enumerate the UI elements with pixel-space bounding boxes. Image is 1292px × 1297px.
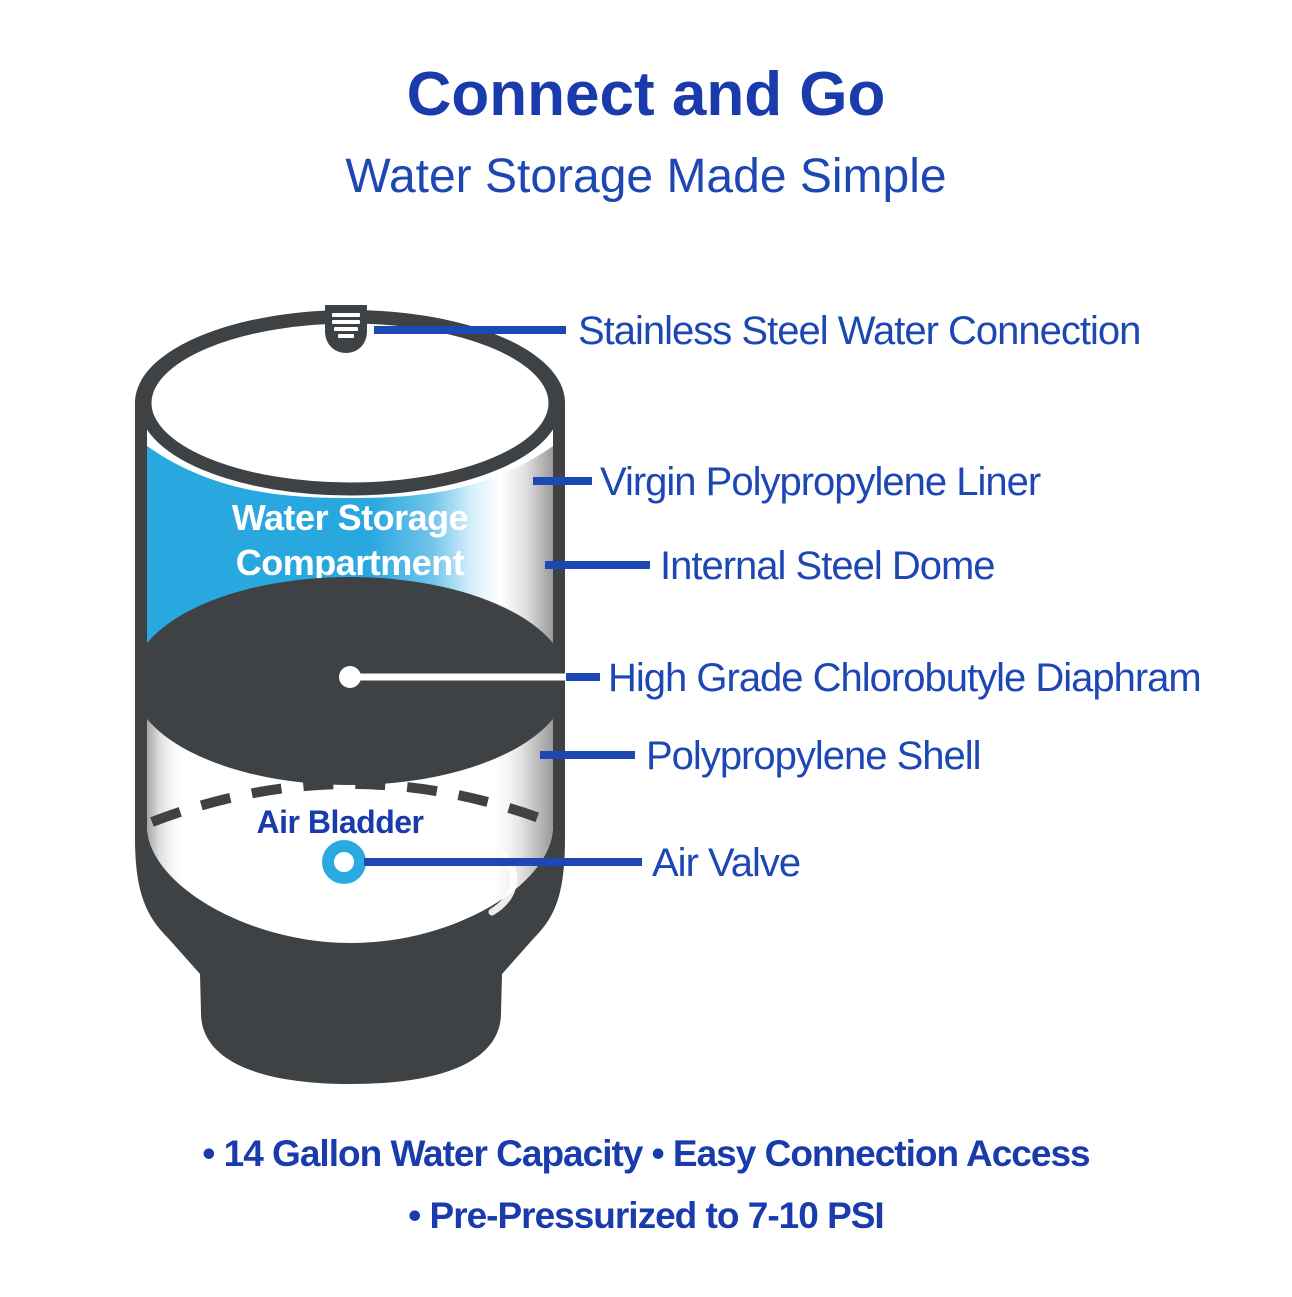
- page-title: Connect and Go: [407, 60, 886, 129]
- callout-label-diaphragm: High Grade Chlorobutyle Diaphram: [608, 656, 1201, 700]
- diaphragm-pointer-dot: [339, 666, 361, 688]
- air-bladder-dashed-line: [150, 779, 552, 827]
- callout-label-air-valve: Air Valve: [652, 841, 800, 885]
- callout-label-liner: Virgin Polypropylene Liner: [600, 460, 1041, 504]
- footer-bullet-line2: • Pre-Pressurized to 7-10 PSI: [408, 1195, 883, 1236]
- callout-label-shell: Polypropylene Shell: [646, 734, 981, 778]
- callout-label-steel-dome: Internal Steel Dome: [660, 544, 995, 588]
- air-bladder-label: Air Bladder: [257, 804, 424, 840]
- air-valve-ring-icon: [322, 840, 366, 884]
- water-storage-label-line2: Compartment: [236, 542, 465, 583]
- water-connection-fitting-icon: [325, 305, 367, 353]
- water-storage-label-line1: Water Storage: [232, 497, 468, 538]
- footer-bullet-line1: • 14 Gallon Water Capacity • Easy Connec…: [202, 1133, 1090, 1174]
- page-subtitle: Water Storage Made Simple: [345, 150, 946, 203]
- callout-label-water-connection: Stainless Steel Water Connection: [578, 309, 1140, 353]
